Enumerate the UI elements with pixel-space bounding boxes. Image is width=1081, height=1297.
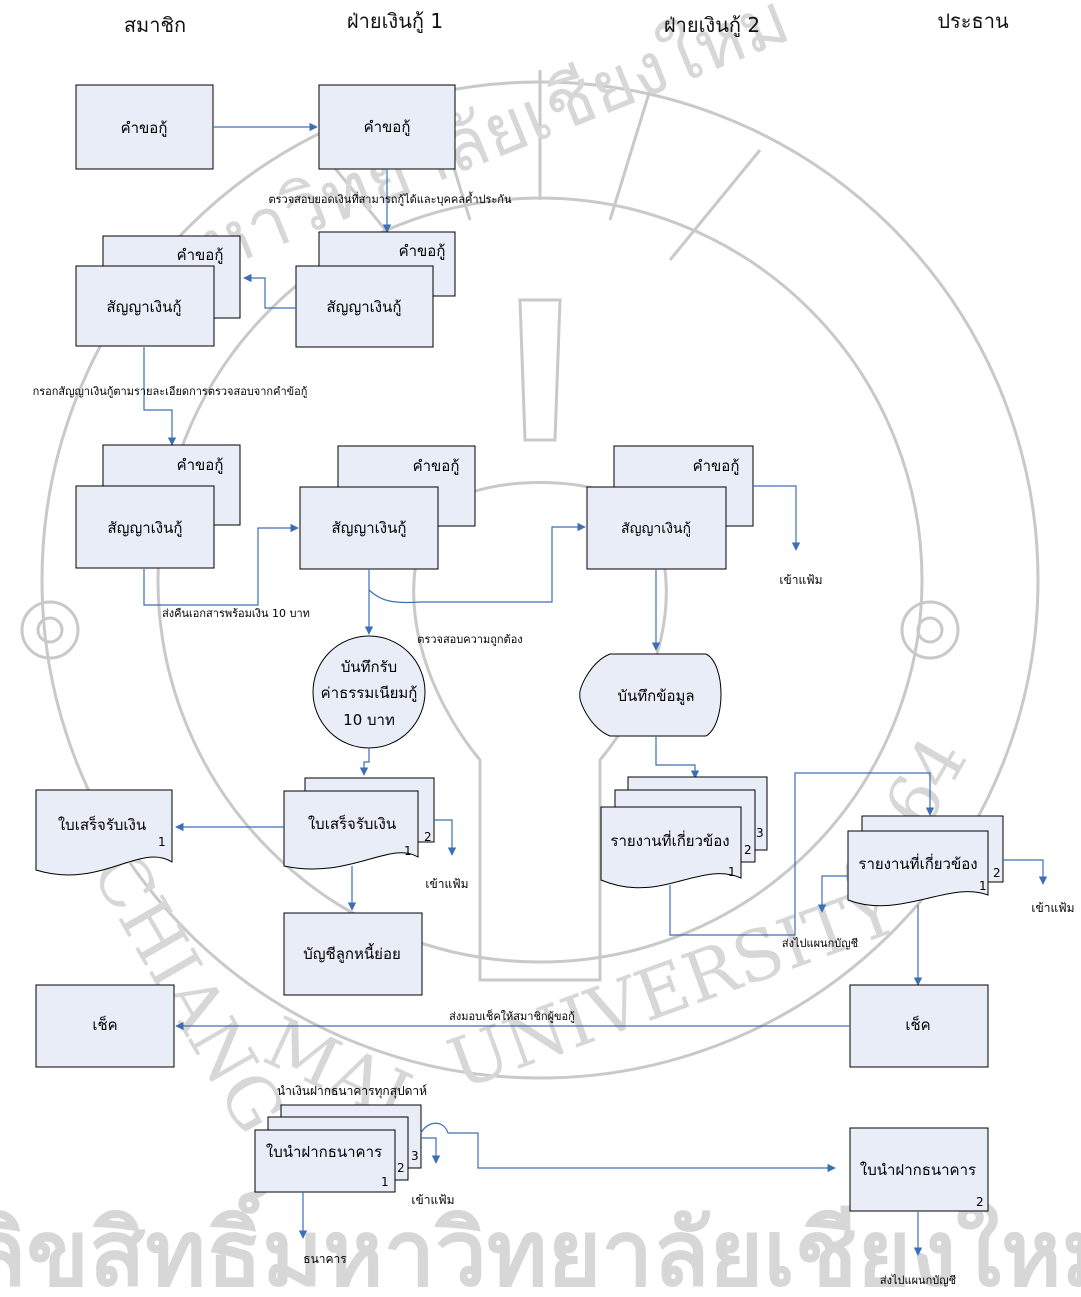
label-send-accounting-1: ส่งไปแผนกบัญชี (782, 937, 858, 950)
label-return-docs: ส่งคืนเอกสารพร้อมเงิน 10 บาท (162, 607, 310, 620)
loan2-contract-label: สัญญาเงินกู้ (621, 521, 691, 537)
label-deposit-weekly: นำเงินฝากธนาคารทุกสุปดาห์ (277, 1084, 427, 1099)
file-label-receipt: เข้าแฟ้ม (425, 877, 468, 891)
president-deposit-copy: 2 (976, 1195, 984, 1209)
loan1-deposit-label: ใบนำฝากธนาคาร (266, 1143, 382, 1161)
member-contract-stack-1: คำขอกู้ สัญญาเงินกู้ (75, 235, 241, 347)
president-reports-copy2: 2 (993, 866, 1001, 880)
record-data-display: บันทึกข้อมูล (579, 653, 722, 737)
loan2-reports-copy3: 3 (756, 826, 764, 840)
ledger-label: บัญชีลูกหนี้ย่อย (303, 943, 401, 963)
loan1-receipt-copy1: 1 (404, 844, 412, 858)
label-check-amount: ตรวจสอบยอดเงินที่สามารถกู้ได้และบุคคลค้ำ… (269, 191, 512, 206)
loan1-deposit-copy3: 3 (411, 1149, 419, 1163)
watermark-text-thai-top: มหาวิทยาลัยเชียงใหม่ (145, 0, 801, 306)
record-fee-circle: บันทึกรับ ค่าธรรมเนียมกู้ 10 บาท (312, 635, 426, 749)
ledger-box: บัญชีลูกหนี้ย่อย (283, 912, 423, 996)
loan1-request-box: คำขอกู้ (318, 84, 456, 170)
loan2-reports-copy2: 2 (744, 843, 752, 857)
loan1-contract2-label: สัญญาเงินกู้ (332, 519, 407, 537)
president-reports-label: รายงานที่เกี่ยวข้อง (858, 853, 977, 873)
president-reports-docs: รายงานที่เกี่ยวข้อง 1 2 (847, 815, 1004, 907)
member-receipt-copy: 1 (158, 835, 166, 849)
loan1-deposit-docs: ใบนำฝากธนาคาร 1 2 3 (254, 1104, 422, 1193)
lane-loan2: ฝ่ายเงินกู้ 2 (664, 13, 760, 38)
loan1-contract-stack: คำขอกู้ สัญญาเงินกู้ (295, 231, 456, 348)
file-label-deposit: เข้าแฟ้ม (411, 1193, 454, 1207)
member-receipt-doc: ใบเสร็จรับเงิน 1 (35, 789, 173, 876)
loan1-contract-stack-2: คำขอกู้ สัญญาเงินกู้ (299, 445, 476, 570)
member-contract-stack-2: คำขอกู้ สัญญาเงินกู้ (75, 444, 241, 569)
loan2-reports-copy1: 1 (728, 865, 736, 879)
lane-loan1: ฝ่ายเงินกู้ 1 (347, 9, 443, 34)
member-contract2-label: สัญญาเงินกู้ (108, 519, 183, 537)
president-reports-copy1: 1 (979, 879, 987, 893)
loan1-deposit-copy2: 2 (397, 1161, 405, 1175)
member-cheque-box: เช็ค (35, 984, 175, 1068)
file-label-loan2: เข้าแฟ้ม (779, 573, 822, 587)
loan2-reports-label: รายงานที่เกี่ยวข้อง (610, 830, 729, 850)
record-fee-line2: ค่าธรรมเนียมกู้ (321, 684, 418, 702)
loan1-contract-request-label: คำขอกู้ (399, 242, 446, 260)
president-deposit-doc: ใบนำฝากธนาคาร 2 (849, 1127, 989, 1212)
label-verify: ตรวจสอบความถูกต้อง (417, 633, 522, 646)
member-receipt-label: ใบเสร็จรับเงิน (58, 815, 146, 834)
loan1-deposit-copy1: 1 (381, 1175, 389, 1189)
member-contract1-label: สัญญาเงินกู้ (107, 298, 182, 316)
loan1-contract-label: สัญญาเงินกู้ (327, 298, 402, 316)
loan1-receipt-label: ใบเสร็จรับเงิน (308, 814, 396, 833)
president-cheque-box: เช็ค (849, 984, 989, 1068)
label-send-accounting-2: ส่งไปแผนกบัญชี (880, 1274, 956, 1287)
loan2-reports-docs: รายงานที่เกี่ยวข้อง 1 2 3 (600, 776, 768, 889)
lane-president: ประธาน (937, 9, 1009, 33)
loan1-request-label: คำขอกู้ (364, 118, 411, 136)
bank-label: ธนาคาร (303, 1252, 347, 1266)
lane-member: สมาชิก (124, 13, 186, 37)
member-request-label: คำขอกู้ (121, 119, 168, 137)
watermark-text-university: UNIVERSITY (438, 868, 909, 1106)
loan2-contract-request-label: คำขอกู้ (693, 457, 740, 475)
file-label-president: เข้าแฟ้ม (1031, 901, 1074, 915)
president-deposit-label: ใบนำฝากธนาคาร (860, 1161, 976, 1179)
record-fee-line3: 10 บาท (343, 711, 395, 729)
loan2-contract-stack: คำขอกู้ สัญญาเงินกู้ (586, 445, 754, 570)
loan1-receipt-docs: ใบเสร็จรับเงิน 1 2 (283, 777, 435, 870)
president-cheque-label: เช็ค (905, 1015, 930, 1034)
member-request-box: คำขอกู้ (75, 84, 214, 170)
label-deliver-cheque: ส่งมอบเช็คให้สมาชิกผู้ขอกู้ (449, 1009, 575, 1023)
right-flower-ornament (900, 600, 960, 660)
loan1-receipt-copy2: 2 (424, 830, 432, 844)
record-fee-line1: บันทึกรับ (341, 658, 397, 676)
left-flower-ornament (20, 600, 80, 660)
member-contract1-request-label: คำขอกู้ (177, 246, 224, 264)
member-cheque-label: เช็ค (92, 1015, 117, 1034)
label-fill-contract: กรอกสัญญาเงินกู้ตามรายละเอียดการตรวจสอบจ… (33, 385, 308, 398)
member-contract2-request-label: คำขอกู้ (177, 456, 224, 474)
loan1-contract2-request-label: คำขอกู้ (413, 457, 460, 475)
record-data-label: บันทึกข้อมูล (617, 687, 694, 705)
